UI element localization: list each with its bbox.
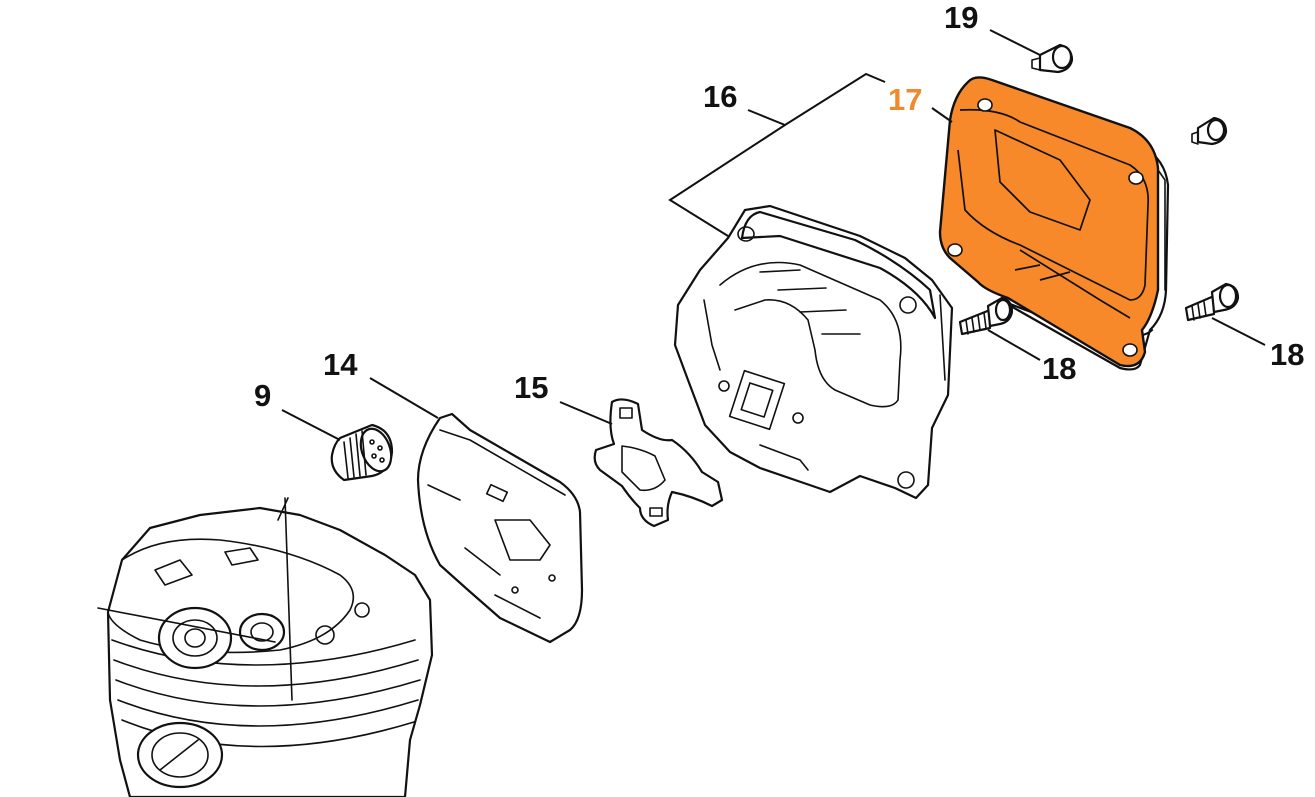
bolt-part-18a[interactable]	[958, 296, 1014, 336]
leader-18b	[1211, 317, 1266, 346]
leader-17	[931, 107, 953, 123]
leader-lines	[281, 29, 1266, 441]
baffle-plate-part[interactable]	[416, 412, 584, 644]
screw-part-19a[interactable]	[1031, 43, 1074, 74]
leader-18a	[987, 329, 1041, 361]
leader-16	[747, 72, 886, 127]
gasket-part[interactable]	[593, 398, 724, 528]
spark-arrestor-screen-part[interactable]	[330, 423, 397, 482]
cylinder-part[interactable]	[97, 497, 434, 797]
callout-15: 15	[514, 370, 548, 405]
cover-plate-part-highlighted[interactable]	[938, 76, 1170, 371]
callout-17-highlighted: 17	[888, 82, 922, 117]
muffler-part[interactable]	[673, 204, 954, 500]
callout-18-right: 18	[1270, 337, 1304, 372]
leader-19	[989, 29, 1041, 56]
callout-18-left: 18	[1042, 351, 1076, 386]
callout-9: 9	[254, 378, 271, 413]
leader-16-bracket	[668, 124, 786, 237]
callout-16: 16	[703, 79, 737, 114]
leader-9	[281, 409, 341, 441]
screw-part-19b[interactable]	[1191, 116, 1228, 146]
callout-labels: 9 14 15 16 17 18 18 19	[254, 0, 1304, 413]
leader-14	[369, 377, 439, 419]
leader-15	[559, 401, 613, 425]
callout-19: 19	[944, 0, 978, 35]
bolt-part-18b[interactable]	[1184, 282, 1240, 322]
callout-14: 14	[323, 347, 358, 382]
